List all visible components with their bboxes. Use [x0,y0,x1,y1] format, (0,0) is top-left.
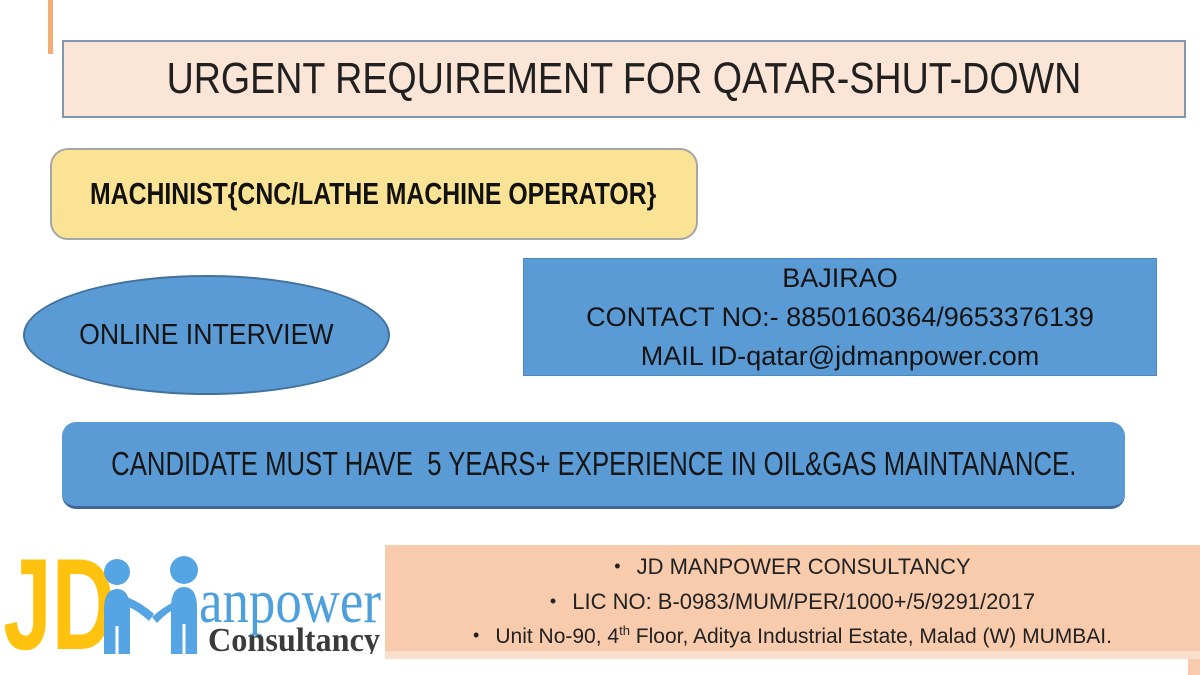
handshake-figures-icon [104,556,198,654]
logo-manpower-text: anpower [199,568,381,636]
footer-license-text: LIC NO: B-0983/MUM/PER/1000+/5/9291/2017 [572,589,1036,614]
top-left-accent-bar [48,0,53,54]
logo-jd-text: JD [5,548,115,654]
bullet-icon: • [473,625,480,645]
footer-box-shadow [385,651,1200,659]
bullet-icon: • [614,556,621,576]
logo-consultancy-text: Consultancy [208,622,380,654]
contact-phone: CONTACT NO:- 8850160364/9653376139 [586,301,1094,332]
slide-title: URGENT REQUIREMENT FOR QATAR-SHUT-DOWN [166,54,1082,103]
footer-line-company: • JD MANPOWER CONSULTANCY [385,550,1200,585]
online-interview-label: ONLINE INTERVIEW [79,318,334,351]
footer-line-license: • LIC NO: B-0983/MUM/PER/1000+/5/9291/20… [385,585,1200,620]
bullet-icon: • [549,591,557,611]
requirement-text: CANDIDATE MUST HAVE 5 YEARS+ EXPERIENCE … [110,445,1077,482]
job-title-box: MACHINIST{CNC/LATHE MACHINE OPERATOR} [50,148,698,240]
contact-name: BAJIRAO [782,262,898,293]
footer-line-address: • Unit No-90, 4th Floor, Aditya Industri… [385,620,1200,654]
job-title-label: MACHINIST{CNC/LATHE MACHINE OPERATOR} [90,176,657,211]
jd-manpower-logo: JD anpower Consultancy [5,548,381,654]
contact-info-box: BAJIRAO CONTACT NO:- 8850160364/96533761… [523,258,1157,376]
online-interview-ellipse: ONLINE INTERVIEW [23,275,390,395]
requirement-banner: CANDIDATE MUST HAVE 5 YEARS+ EXPERIENCE … [62,422,1125,509]
footer-info-box: • JD MANPOWER CONSULTANCY • LIC NO: B-09… [385,545,1200,651]
footer-company-text: JD MANPOWER CONSULTANCY [636,554,971,579]
footer-address-text: Unit No-90, 4th Floor, Aditya Industrial… [495,623,1112,648]
title-banner: URGENT REQUIREMENT FOR QATAR-SHUT-DOWN [62,40,1186,118]
contact-email: MAIL ID-qatar@jdmanpower.com [640,340,1040,371]
